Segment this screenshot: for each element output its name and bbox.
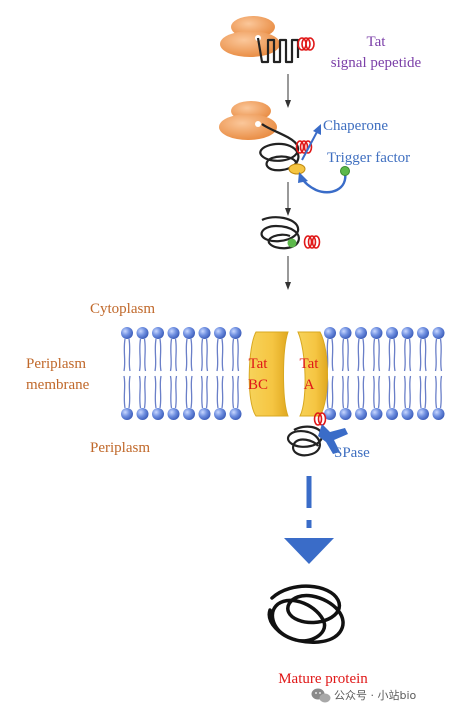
trigger-factor-bound: [287, 238, 297, 248]
lipid-head: [167, 408, 180, 420]
lipid-head: [324, 408, 336, 420]
lipid-head: [167, 327, 180, 339]
lipid-head: [417, 327, 429, 339]
spase-enzyme: [318, 424, 348, 454]
ribosome-stage1: [220, 16, 280, 57]
signal-peptide-helix-2: [295, 140, 313, 154]
flow-arrow-3: [285, 256, 291, 290]
tat-signal-label-line2: signal pepetide: [331, 55, 422, 71]
tata-subunit: [297, 331, 328, 417]
lipid-head: [386, 327, 398, 339]
signal-peptide-helix-1: [297, 37, 315, 51]
ribosome-stage2: [219, 101, 277, 140]
signal-peptide-helix-3: [303, 235, 321, 249]
chaperone-bound: [288, 163, 306, 175]
tata-label-line1: Tat: [300, 356, 320, 372]
lipid-tail: [200, 338, 209, 409]
mature-protein-label: Mature protein: [278, 671, 368, 687]
cytoplasm-label: Cytoplasm: [90, 301, 155, 317]
tatbc-label-line2: BC: [248, 377, 268, 393]
lipid-head: [121, 327, 133, 339]
trigger-factor-arrow: [298, 166, 350, 194]
lipid-tail: [216, 338, 224, 409]
folding-polypeptide-2: [259, 123, 300, 172]
lipid-tail: [372, 338, 381, 409]
lipid-head: [183, 327, 195, 339]
flow-arrow-1: [285, 74, 291, 108]
lipid-tail: [154, 338, 162, 409]
mature-protein-icon: [267, 584, 345, 644]
lipid-tail: [434, 338, 443, 409]
tata-label-line2: A: [304, 377, 315, 393]
lipid-head: [214, 408, 226, 420]
lipid-head: [324, 327, 336, 339]
lipid-head: [229, 408, 242, 420]
lipid-head: [152, 408, 164, 420]
tat-complex: [248, 331, 328, 417]
lipid-bilayer: [121, 327, 445, 420]
spase-label: SPase: [334, 445, 370, 461]
lipid-head: [339, 408, 352, 420]
lipid-head: [152, 327, 164, 339]
lipid-tail: [341, 338, 350, 409]
lipid-tail: [403, 338, 412, 409]
periplasm-membrane-label-line1: Periplasm: [26, 356, 86, 372]
lipid-head: [121, 408, 133, 420]
lipid-head: [339, 327, 352, 339]
lipid-head: [370, 408, 383, 420]
lipid-tail: [185, 338, 193, 409]
watermark: 公众号 · 小站bio: [311, 688, 417, 703]
trigger-factor-dot: [340, 166, 350, 176]
lipid-tail: [138, 338, 147, 409]
lipid-head: [355, 327, 367, 339]
lipid-tail: [326, 338, 334, 409]
lipid-tail: [419, 338, 427, 409]
lipid-head: [136, 408, 149, 420]
lipid-head: [214, 327, 226, 339]
chaperone-label: Chaperone: [323, 118, 388, 134]
lipid-head: [198, 327, 211, 339]
lipid-tail: [169, 338, 178, 409]
mature-arrow: [284, 476, 334, 564]
translocated-protein: [286, 425, 324, 457]
lipid-tail: [357, 338, 365, 409]
tatbc-label-line1: Tat: [249, 356, 269, 372]
watermark-text: 公众号 · 小站bio: [334, 688, 417, 702]
chaperone-arrow: [301, 124, 321, 161]
lipid-head: [401, 327, 414, 339]
lipid-head: [401, 408, 414, 420]
lipid-head: [417, 408, 429, 420]
lipid-head: [198, 408, 211, 420]
periplasm-membrane-label-line2: membrane: [26, 377, 90, 393]
nascent-polypeptide-1: [256, 37, 300, 64]
tatbc-subunit: [248, 331, 289, 417]
periplasm-label: Periplasm: [90, 440, 150, 456]
wechat-icon: [311, 688, 331, 703]
flow-arrow-2: [285, 182, 291, 216]
lipid-head: [136, 327, 149, 339]
lipid-head: [370, 327, 383, 339]
signal-peptide-helix-4: [313, 412, 327, 426]
folded-protein-3: [260, 216, 300, 250]
trigger-factor-label: Trigger factor: [327, 150, 410, 166]
lipid-head: [386, 408, 398, 420]
lipid-tail: [123, 338, 131, 409]
lipid-tail: [231, 338, 240, 409]
lipid-head: [229, 327, 242, 339]
lipid-head: [183, 408, 195, 420]
lipid-head: [432, 408, 445, 420]
lipid-tail: [388, 338, 396, 409]
lipid-head: [355, 408, 367, 420]
tat-signal-label-line1: Tat: [367, 34, 387, 50]
lipid-head: [432, 327, 445, 339]
